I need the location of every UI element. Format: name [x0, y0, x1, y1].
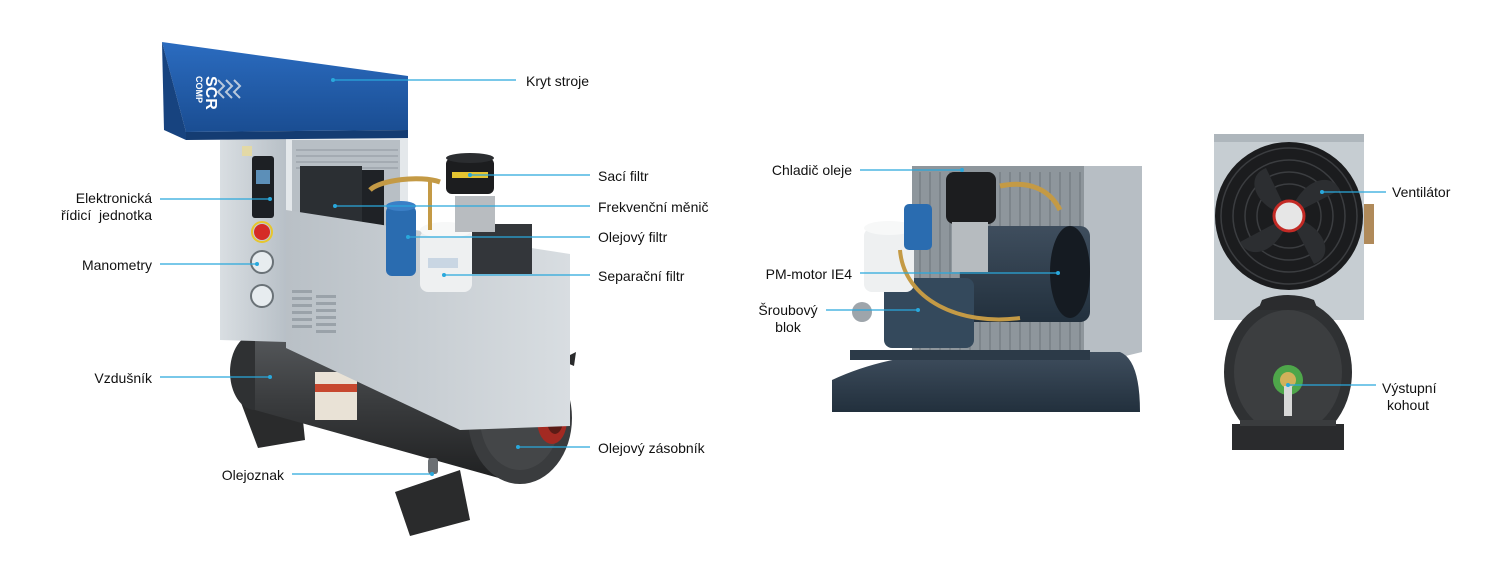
- fan-hub: [1272, 199, 1306, 233]
- label-sroubovy-line1: Šroubový: [758, 302, 818, 318]
- label-elektronicka-line2: řídicí jednotka: [60, 207, 152, 223]
- label-vzdusnik: Vzdušník: [94, 370, 152, 386]
- svg-text:COMP: COMP: [194, 76, 204, 103]
- label-sroubovy-blok: Šroubový blok: [756, 302, 820, 336]
- label-ventilator: Ventilátor: [1392, 184, 1451, 200]
- right-foot: [395, 470, 470, 536]
- label-elektronicka-line1: Elektronická: [75, 190, 152, 206]
- label-manometry: Manometry: [81, 257, 152, 273]
- internal-components: [368, 153, 532, 292]
- pressure-gauge-2: [250, 284, 274, 308]
- label-frekvencni-menic: Frekvenční měnič: [598, 199, 709, 215]
- label-chladic-oleje: Chladič oleje: [771, 162, 852, 178]
- label-sroubovy-line2: blok: [775, 319, 801, 335]
- scr-comp-logo: SCR COMP: [194, 76, 219, 110]
- label-olejoznak: Olejoznak: [221, 467, 284, 483]
- leader-lines: [160, 79, 1386, 475]
- label-saci-filtr: Sací filtr: [598, 168, 649, 184]
- side-panel: [1084, 166, 1142, 366]
- middle-detail-illustration: [832, 166, 1142, 412]
- machine-cover: SCR COMP: [162, 42, 408, 140]
- svg-text:SCR: SCR: [202, 76, 219, 110]
- oil-filter-blue-detail: [904, 204, 932, 250]
- intake-filter-detail: [946, 172, 996, 224]
- label-olejovy-filtr: Olejový filtr: [598, 229, 668, 245]
- screw-block: [884, 278, 974, 348]
- oil-filter-blue: [386, 206, 416, 276]
- oil-sight-glass: [428, 458, 438, 474]
- label-kryt-stroje: Kryt stroje: [526, 73, 590, 89]
- middle-tank: [832, 351, 1140, 412]
- separator-filter-white: [864, 228, 914, 292]
- left-compressor-illustration: SCR COMP: [162, 42, 576, 536]
- label-vystupni-kohout: Výstupní kohout: [1382, 380, 1437, 414]
- label-pm-motor: PM-motor IE4: [765, 266, 852, 282]
- right-base: [1232, 424, 1344, 450]
- label-olejovy-zasobnik: Olejový zásobník: [598, 440, 705, 456]
- label-vystupni-line1: Výstupní: [1382, 380, 1437, 396]
- leader-dots: [255, 78, 1324, 476]
- warning-label: [315, 372, 357, 420]
- label-elektronicka-ridici-jednotka: Elektronická řídicí jednotka: [61, 190, 152, 224]
- label-vystupni-line2: kohout: [1386, 397, 1430, 413]
- pressure-gauge-1: [250, 250, 274, 274]
- emergency-stop: [254, 224, 270, 240]
- label-separacni-filtr: Separační filtr: [598, 268, 685, 284]
- electronic-control-unit: [252, 156, 274, 218]
- right-fan-illustration: [1214, 134, 1374, 450]
